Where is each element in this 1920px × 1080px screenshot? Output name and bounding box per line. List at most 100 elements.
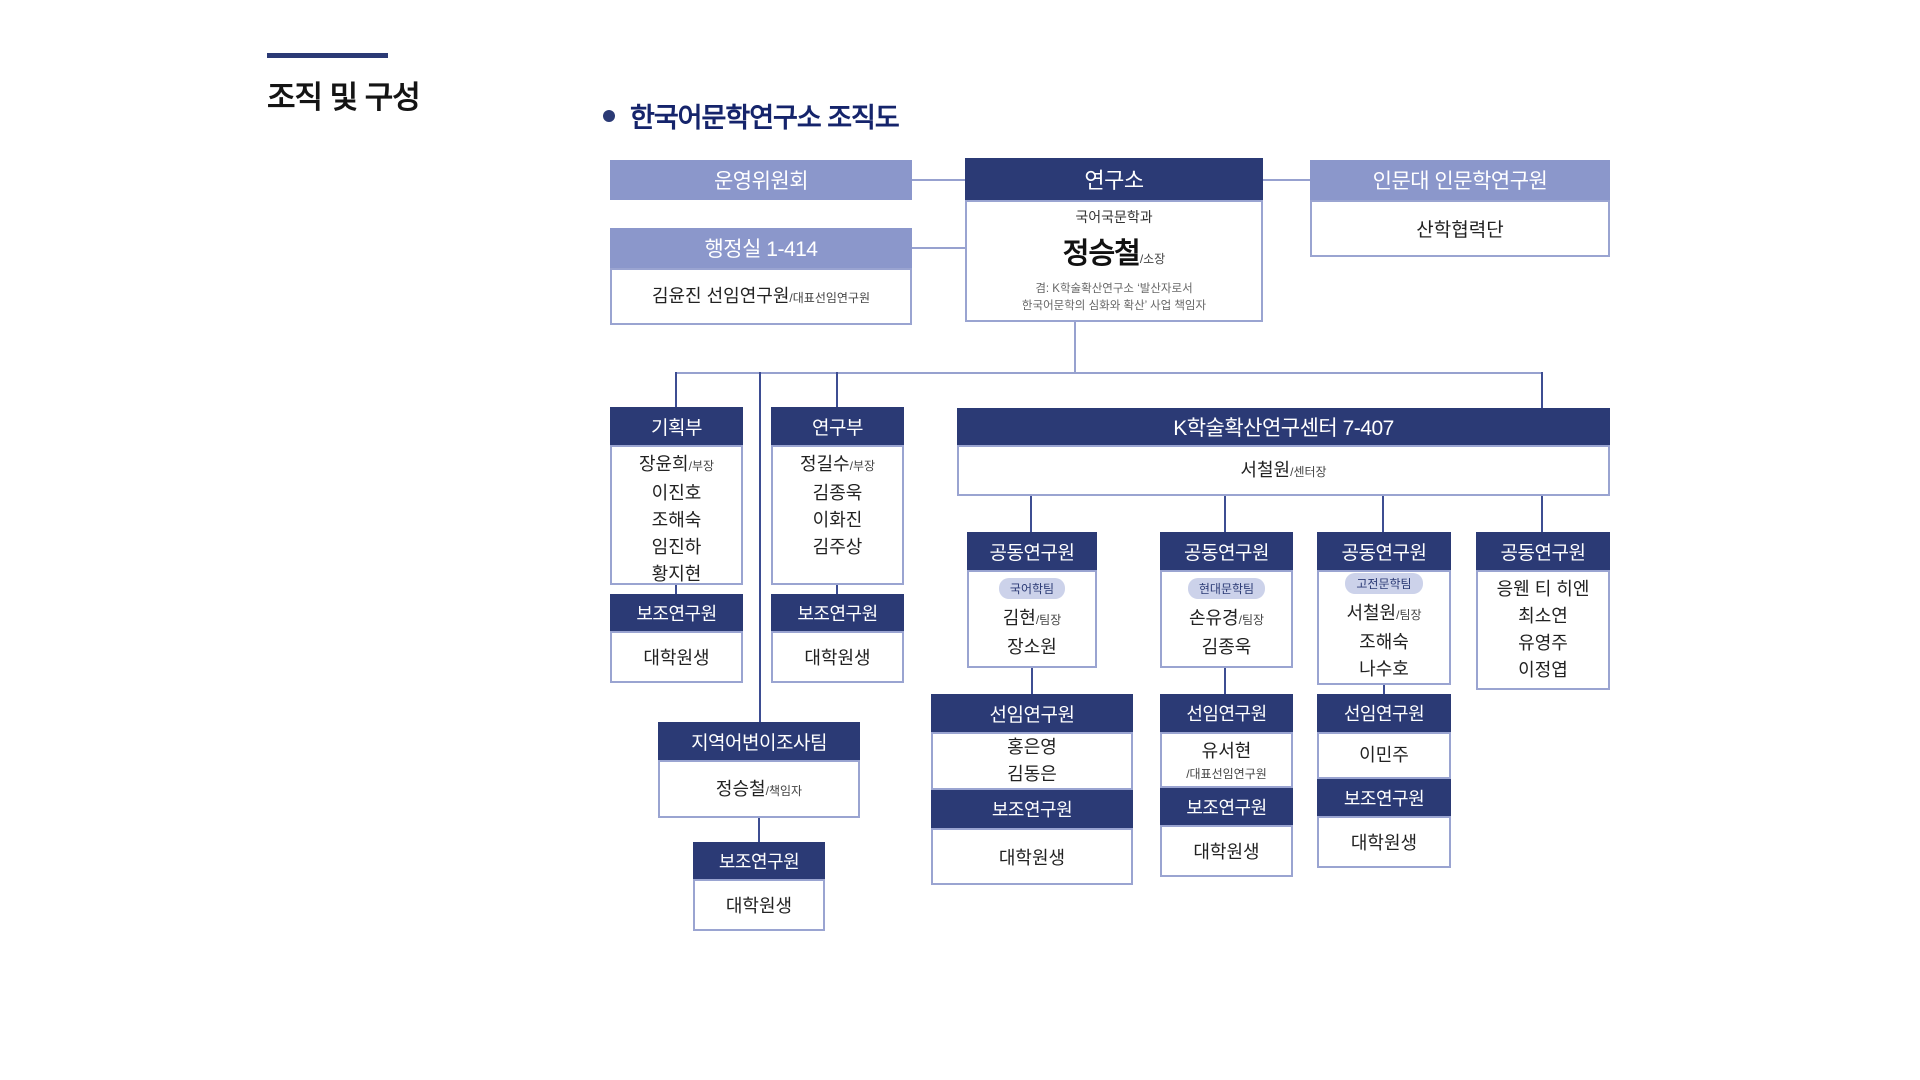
admin-member-name: 김윤진 선임연구원: [651, 286, 790, 306]
humanities-institute-header: 인문대 인문학연구원: [1310, 160, 1610, 200]
member-name: 이정엽: [1518, 660, 1568, 680]
senior-researcher-header-2: 선임연구원: [1160, 694, 1293, 732]
k-center-head-title: /센터장: [1290, 465, 1327, 479]
connector-line: [675, 585, 677, 594]
chart-title: 한국어문학연구소 조직도: [603, 96, 900, 135]
k-center-head-row: 서철원 /센터장: [1240, 457, 1326, 484]
connector-line: [1382, 496, 1384, 532]
research-assistant-body: 대학원생: [771, 631, 904, 683]
connector-line: [836, 585, 838, 594]
planning-assistant-header: 보조연구원: [610, 594, 743, 631]
member-name: 장소원: [1007, 636, 1057, 657]
institute-header: 연구소: [965, 158, 1263, 200]
k-center-head-name: 서철원: [1240, 460, 1291, 480]
planning-dept-header: 기획부: [610, 407, 743, 445]
member-name: 장윤희/부장: [638, 454, 715, 474]
assistant-body-2: 대학원생: [1160, 825, 1293, 877]
steering-committee-box: 운영위원회: [610, 160, 912, 200]
institute-note: 겸: K학술확산연구소 ‘발산자로서 한국어문학의 심화와 확산’ 사업 책임자: [1022, 281, 1206, 316]
senior-researcher-body-2: 유서현 /대표선임연구원: [1160, 732, 1293, 788]
co-researcher-header-2: 공동연구원: [1160, 532, 1293, 570]
member-name: 이진호: [651, 483, 702, 503]
dialect-lead-row: 정승철 /책임자: [716, 776, 802, 803]
member-name: 이화진: [812, 510, 863, 530]
director-name: 정승철: [1062, 237, 1141, 270]
connector-line: [1224, 496, 1226, 532]
connector-line: [758, 818, 760, 842]
institute-body: 국어국문학과 정승철 /소장 겸: K학술확산연구소 ‘발산자로서 한국어문학의…: [965, 200, 1263, 322]
member-name: 서철원/팀장: [1346, 602, 1422, 623]
institute-note-line1: 겸: K학술확산연구소 ‘발산자로서: [1035, 282, 1193, 295]
research-dept-header: 연구부: [771, 407, 904, 445]
admin-office-header: 행정실 1-414: [610, 228, 912, 268]
admin-office-body: 김윤진 선임연구원 /대표선임연구원: [610, 268, 912, 325]
team-pill-classical-literature: 고전문학팀: [1345, 572, 1423, 594]
planning-assistant-body: 대학원생: [610, 631, 743, 683]
member-name: 김현/팀장: [1002, 607, 1062, 628]
dialect-lead-title: /책임자: [765, 783, 803, 798]
team-pill-korean-linguistics: 국어학팀: [998, 577, 1066, 599]
member-name: 김주상: [812, 537, 863, 557]
connector-line: [912, 247, 965, 249]
connector-spine: [676, 372, 1543, 374]
institute-note-line2: 한국어문학의 심화와 확산’ 사업 책임자: [1021, 300, 1207, 312]
connector-line: [1030, 496, 1032, 532]
institute-director-row: 정승철 /소장: [1063, 230, 1165, 272]
research-assistant-header: 보조연구원: [771, 594, 904, 631]
member-name: 홍은영: [1007, 737, 1057, 757]
connector-line: [759, 372, 761, 722]
member-name: 유영주: [1518, 633, 1568, 653]
connector-line: [1541, 372, 1543, 408]
member-name: 조해숙: [651, 510, 702, 530]
senior-member-name: 유서현: [1201, 741, 1252, 761]
connector-line: [675, 372, 677, 407]
connector-line: [1263, 179, 1310, 181]
k-center-header: K학술확산연구센터 7-407: [957, 408, 1610, 445]
member-name: 황지현: [651, 564, 702, 584]
connector-line: [1031, 668, 1033, 694]
co-researcher-header-3: 공동연구원: [1317, 532, 1451, 570]
assistant-body-3: 대학원생: [1317, 816, 1451, 868]
member-name: 김종욱: [1201, 636, 1252, 657]
co-researcher-header-1: 공동연구원: [967, 532, 1097, 570]
assistant-header-3: 보조연구원: [1317, 779, 1451, 816]
co-researcher-header-4: 공동연구원: [1476, 532, 1610, 570]
dialect-lead-name: 정승철: [715, 778, 766, 799]
senior-member-note: /대표선임연구원: [1186, 767, 1267, 781]
institute-department: 국어국문학과: [1075, 208, 1153, 225]
member-name: 김종욱: [812, 483, 863, 503]
admin-member-title: /대표선임연구원: [789, 291, 871, 305]
assistant-body-1: 대학원생: [931, 828, 1133, 885]
member-name: 응웬 티 히엔: [1496, 579, 1590, 599]
senior-researcher-header-3: 선임연구원: [1317, 694, 1451, 732]
connector-line: [836, 372, 838, 407]
member-name: 김동은: [1007, 764, 1057, 784]
connector-line: [1224, 668, 1226, 694]
k-center-body: 서철원 /센터장: [957, 445, 1610, 496]
assistant-header-2: 보조연구원: [1160, 788, 1293, 825]
member-name: 나수호: [1359, 658, 1409, 679]
connector-line: [1383, 685, 1385, 694]
member-name: 이민주: [1359, 745, 1409, 765]
senior-researcher-body-3: 이민주: [1317, 732, 1451, 779]
bullet-icon: [603, 109, 615, 122]
connector-line: [912, 179, 965, 181]
member-name: 손유경/팀장: [1188, 607, 1265, 628]
humanities-institute-body: 산학협력단: [1310, 200, 1610, 257]
accent-line: [267, 53, 388, 58]
connector-line: [1074, 322, 1076, 372]
member-name: 정길수/부장: [799, 454, 876, 474]
connector-line: [1541, 496, 1543, 532]
director-title: /소장: [1139, 251, 1166, 266]
dialect-assistant-body: 대학원생: [693, 879, 825, 931]
admin-member-row: 김윤진 선임연구원 /대표선임연구원: [652, 283, 870, 310]
